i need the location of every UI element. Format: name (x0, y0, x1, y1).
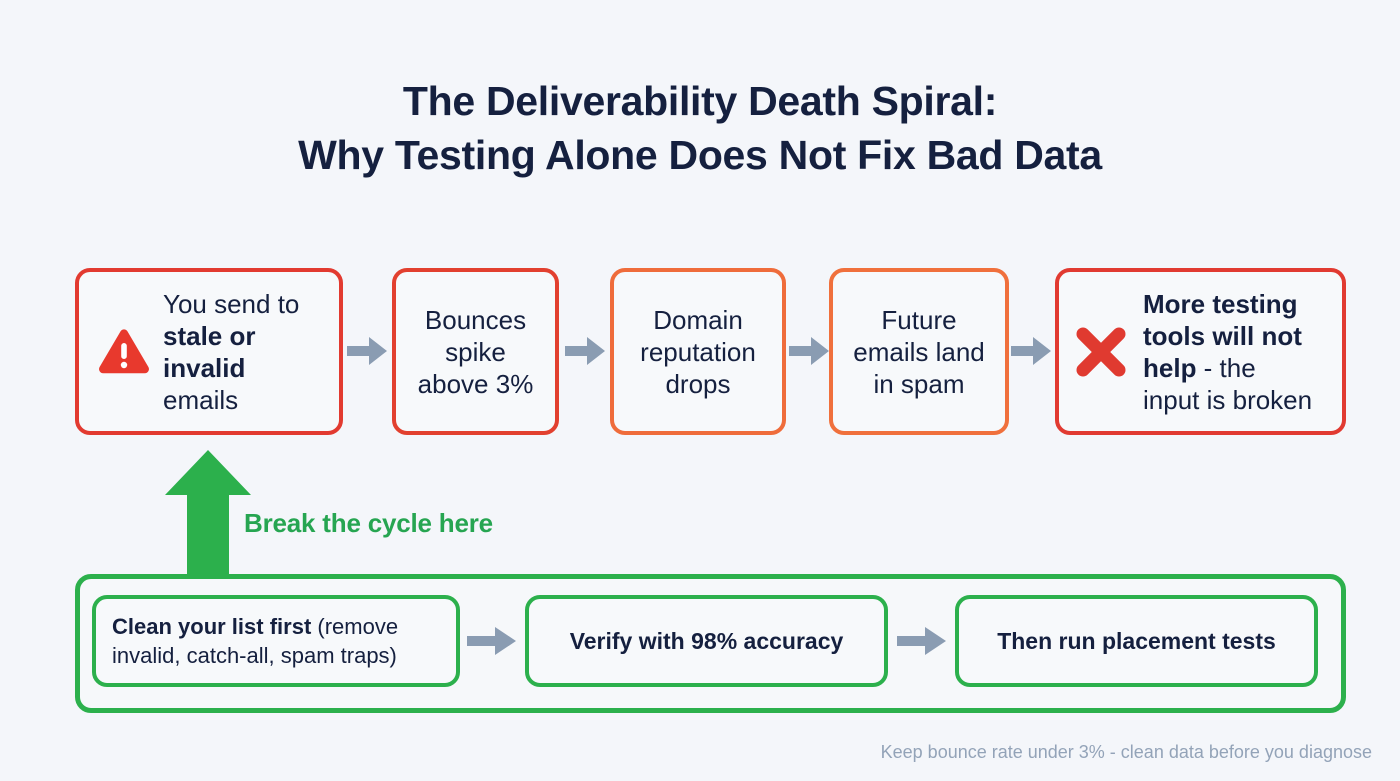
break-cycle-label: Break the cycle here (244, 508, 493, 538)
page-title: The Deliverability Death Spiral: Why Tes… (0, 74, 1400, 182)
arrow-right-icon-2 (565, 334, 607, 368)
footer-note: Keep bounce rate under 3% - clean data b… (880, 742, 1372, 762)
arrow-up-icon (163, 448, 253, 580)
solution-step-3-label: Then run placement tests (997, 627, 1276, 654)
page-title-line1: The Deliverability Death Spiral: (402, 78, 998, 124)
arrow-right-icon-4 (1011, 334, 1053, 368)
arrow-right-icon-6 (897, 624, 947, 658)
arrow-right-icon-1 (347, 334, 389, 368)
arrow-right-icon-5 (467, 624, 517, 658)
solution-step-2-label: Verify with 98% accuracy (569, 627, 844, 654)
solution-step-placement-tests: Then run placement tests (955, 595, 1318, 687)
page-title-line2: Why Testing Alone Does Not Fix Bad Data (298, 132, 1102, 178)
arrow-right-icon-3 (789, 334, 831, 368)
warning-triangle-icon (97, 327, 151, 377)
solution-step-verify: Verify with 98% accuracy (525, 595, 888, 687)
red-x-icon (1073, 324, 1129, 380)
